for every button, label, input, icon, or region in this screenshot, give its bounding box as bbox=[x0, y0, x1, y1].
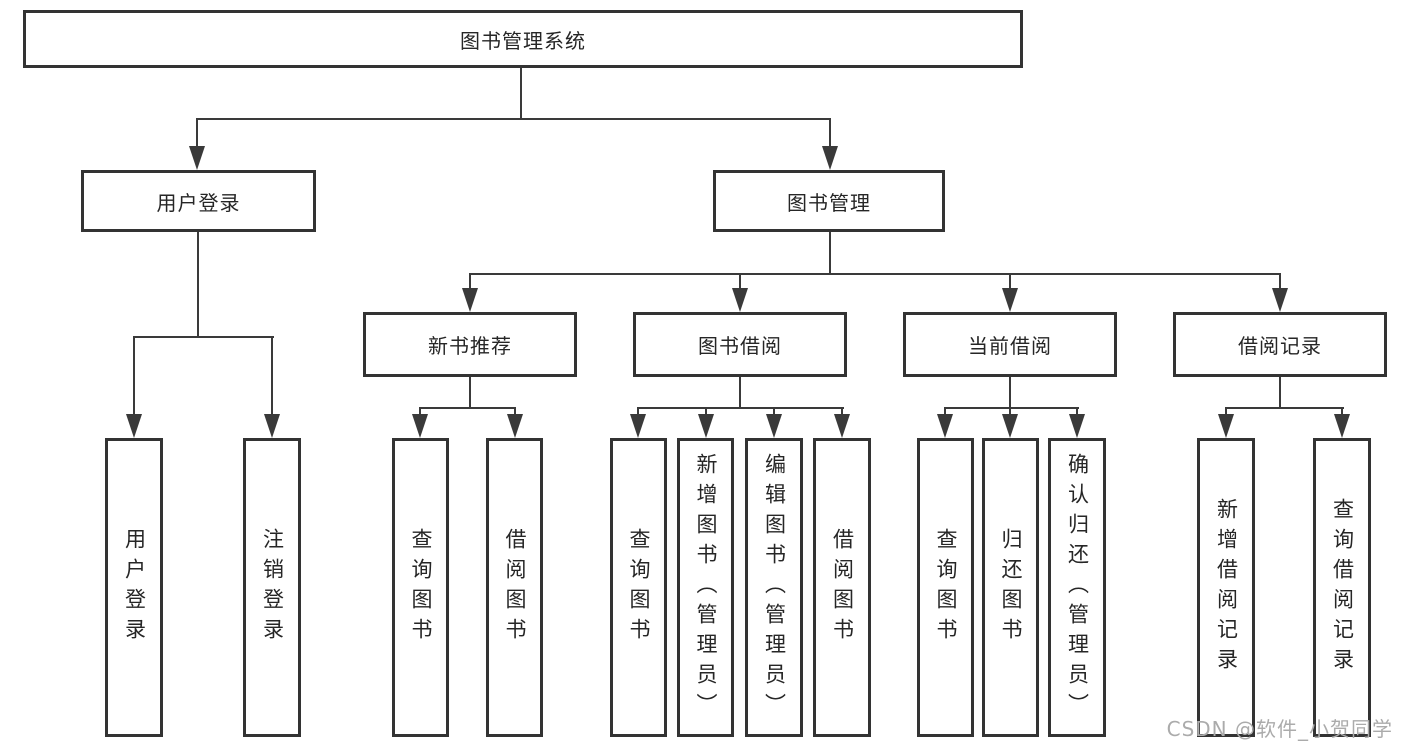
arrow-down-icon bbox=[412, 414, 428, 438]
connector-group-stem bbox=[739, 377, 741, 409]
arrow-down-icon bbox=[264, 414, 280, 438]
connector-group-bus bbox=[1225, 407, 1344, 409]
connector-book-mgmt-drop bbox=[829, 118, 831, 150]
arrow-down-icon bbox=[126, 414, 142, 438]
arrow-down-icon bbox=[834, 414, 850, 438]
connector-leaf-drop bbox=[841, 407, 843, 416]
leaf-label: 新增图书（管理员） bbox=[694, 452, 718, 723]
connector-leaf-drop bbox=[133, 336, 135, 416]
connector-leaf-drop bbox=[1225, 407, 1227, 416]
arrow-down-icon bbox=[189, 146, 205, 170]
leaf-logout-login: 注销登录 bbox=[243, 438, 301, 737]
leaf-label: 新增借阅记录 bbox=[1214, 497, 1239, 678]
arrow-down-icon bbox=[1002, 414, 1018, 438]
leaf-user-login: 用户登录 bbox=[105, 438, 163, 737]
node-label: 图书借阅 bbox=[698, 334, 782, 358]
leaf-confirm-return-admin: 确认归还（管理员） bbox=[1048, 438, 1106, 737]
connector-user-login-stem bbox=[197, 232, 199, 338]
node-label: 图书管理系统 bbox=[460, 28, 586, 53]
connector-group-bus bbox=[419, 407, 516, 409]
arrow-down-icon bbox=[1334, 414, 1350, 438]
connector-level3-drop bbox=[739, 273, 741, 290]
arrow-down-icon bbox=[937, 414, 953, 438]
node-user-login: 用户登录 bbox=[81, 170, 316, 232]
arrow-down-icon bbox=[766, 414, 782, 438]
leaf-label: 编辑图书（管理员） bbox=[762, 452, 787, 723]
node-book-borrowing: 图书借阅 bbox=[633, 312, 847, 377]
connector-group-bus bbox=[944, 407, 1079, 409]
node-label: 当前借阅 bbox=[968, 334, 1052, 358]
connector-leaf-drop bbox=[1076, 407, 1078, 416]
arrow-down-icon bbox=[462, 288, 478, 312]
leaf-label: 查询图书 bbox=[409, 527, 433, 648]
connector-group-stem bbox=[469, 377, 471, 409]
connector-level2-bus bbox=[196, 118, 831, 120]
leaf-query-books-borrow: 查询图书 bbox=[610, 438, 667, 737]
connector-group-stem bbox=[1009, 377, 1011, 409]
node-current-borrowing: 当前借阅 bbox=[903, 312, 1117, 377]
leaf-label: 查询图书 bbox=[934, 527, 958, 648]
connector-level3-drop bbox=[1009, 273, 1011, 290]
leaf-return-books: 归还图书 bbox=[982, 438, 1039, 737]
connector-level3-drop bbox=[469, 273, 471, 290]
node-label: 用户登录 bbox=[156, 190, 241, 215]
arrow-down-icon bbox=[1069, 414, 1085, 438]
connector-leaf-drop bbox=[637, 407, 639, 416]
node-library-management-system: 图书管理系统 bbox=[23, 10, 1023, 68]
arrow-down-icon bbox=[1002, 288, 1018, 312]
node-label: 图书管理 bbox=[787, 190, 871, 215]
leaf-query-books-current: 查询图书 bbox=[917, 438, 974, 737]
connector-group-stem bbox=[1279, 377, 1281, 409]
leaf-label: 用户登录 bbox=[122, 527, 147, 648]
connector-leaf-drop bbox=[1341, 407, 1343, 416]
leaf-add-borrow-record: 新增借阅记录 bbox=[1197, 438, 1255, 737]
node-label: 新书推荐 bbox=[428, 334, 512, 358]
leaf-label: 查询借阅记录 bbox=[1330, 497, 1355, 678]
arrow-down-icon bbox=[822, 146, 838, 170]
leaf-borrow-books-recommend: 借阅图书 bbox=[486, 438, 543, 737]
node-label: 借阅记录 bbox=[1238, 334, 1322, 358]
connector-book-mgmt-stem bbox=[829, 232, 831, 275]
connector-leaf-drop bbox=[514, 407, 516, 416]
node-borrowing-records: 借阅记录 bbox=[1173, 312, 1387, 377]
connector-level3-bus bbox=[469, 273, 1281, 275]
node-new-book-recommendation: 新书推荐 bbox=[363, 312, 577, 377]
connector-leaf-drop bbox=[271, 336, 273, 416]
connector-level3-drop bbox=[1279, 273, 1281, 290]
connector-leaf-drop bbox=[773, 407, 775, 416]
leaf-label: 借阅图书 bbox=[503, 527, 527, 648]
arrow-down-icon bbox=[732, 288, 748, 312]
leaf-label: 归还图书 bbox=[999, 527, 1023, 648]
connector-group-bus bbox=[637, 407, 844, 409]
leaf-borrow-books: 借阅图书 bbox=[813, 438, 871, 737]
leaf-edit-books-admin: 编辑图书（管理员） bbox=[745, 438, 803, 737]
arrow-down-icon bbox=[1218, 414, 1234, 438]
leaf-query-books-recommend: 查询图书 bbox=[392, 438, 449, 737]
connector-leaf-drop bbox=[944, 407, 946, 416]
arrow-down-icon bbox=[698, 414, 714, 438]
leaf-label: 借阅图书 bbox=[830, 527, 855, 648]
leaf-query-borrow-record: 查询借阅记录 bbox=[1313, 438, 1371, 737]
leaf-label: 查询图书 bbox=[627, 527, 651, 648]
connector-user-login-drop bbox=[196, 118, 198, 150]
arrow-down-icon bbox=[507, 414, 523, 438]
connector-root-stem bbox=[520, 68, 522, 120]
connector-leaf-drop bbox=[1009, 407, 1011, 416]
arrow-down-icon bbox=[630, 414, 646, 438]
connector-user-login-bus bbox=[133, 336, 274, 338]
connector-leaf-drop bbox=[419, 407, 421, 416]
leaf-label: 确认归还（管理员） bbox=[1065, 452, 1090, 723]
leaf-add-books-admin: 新增图书（管理员） bbox=[677, 438, 734, 737]
leaf-label: 注销登录 bbox=[260, 527, 285, 648]
node-book-management: 图书管理 bbox=[713, 170, 945, 232]
arrow-down-icon bbox=[1272, 288, 1288, 312]
connector-leaf-drop bbox=[705, 407, 707, 416]
watermark-text: CSDN @软件_小贺同学 bbox=[1166, 717, 1393, 741]
